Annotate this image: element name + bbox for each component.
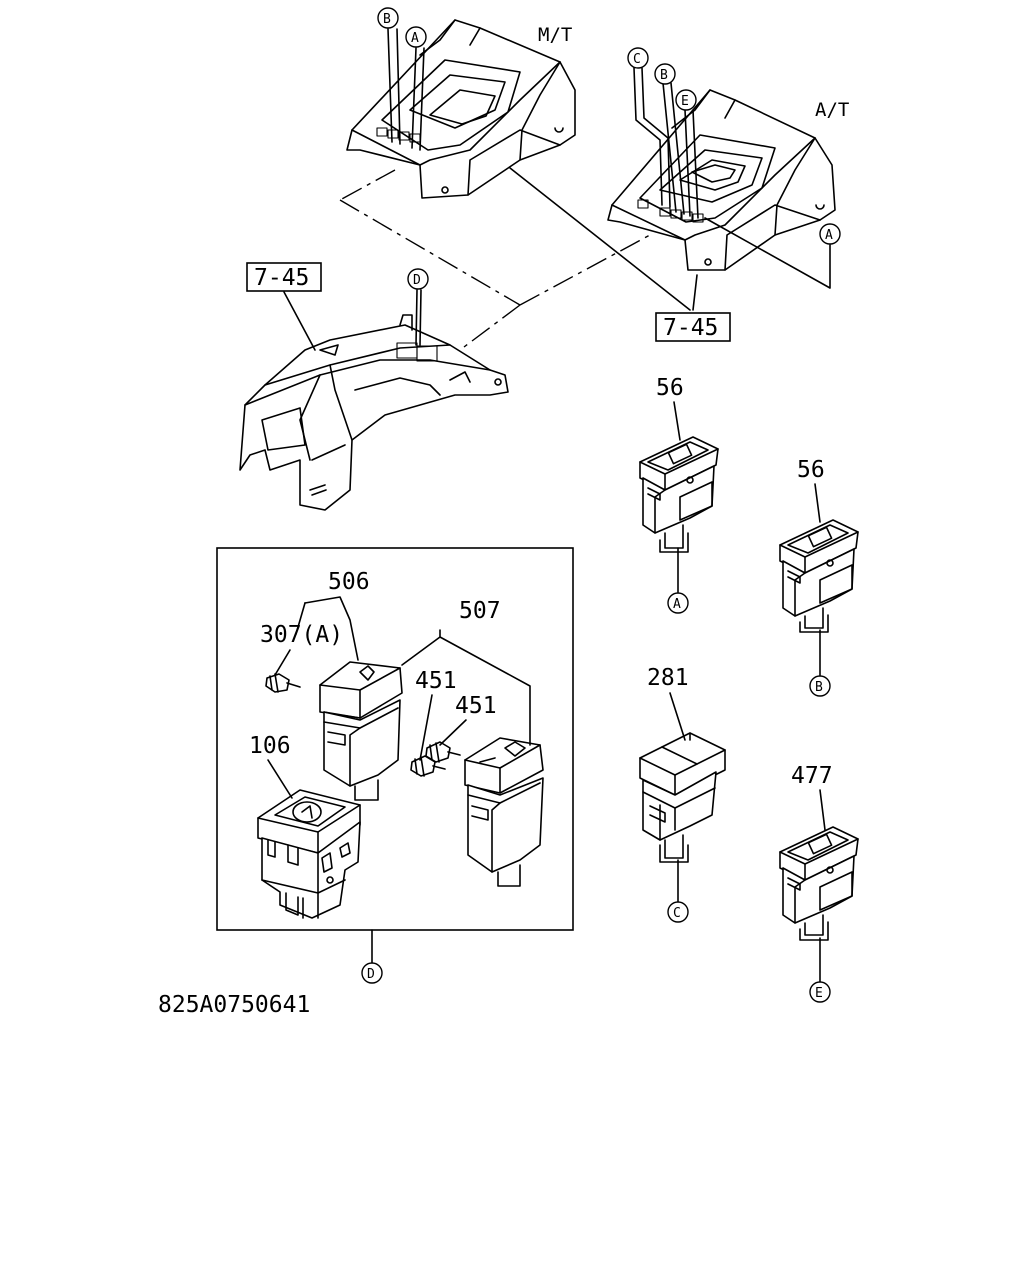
mt-assembly-line-left: [339, 169, 396, 201]
at-callout-a: A: [819, 223, 841, 245]
reference-box-right: 7-45: [655, 312, 731, 342]
label-281: 281: [647, 665, 689, 691]
mt-console-drawing: [346, 19, 576, 199]
clip-451-b-drawing: [410, 755, 446, 777]
switch-281-callout-c: C: [667, 901, 689, 923]
switch-106-drawing: [257, 789, 361, 919]
svg-text:A: A: [411, 31, 419, 46]
label-307a: 307(A): [260, 622, 343, 648]
switch-56-callout-a: A: [667, 592, 689, 614]
mt-label: M/T: [538, 24, 572, 46]
svg-text:7-45: 7-45: [663, 315, 718, 341]
switch-56-b-drawing: [779, 519, 859, 633]
switch-281-drawing: [639, 732, 726, 863]
svg-text:B: B: [383, 12, 391, 27]
reference-box-left: 7-45: [246, 262, 322, 292]
switch-507-drawing: [464, 737, 544, 887]
floor-callout-d: D: [407, 268, 429, 290]
svg-text:D: D: [367, 967, 375, 982]
svg-text:A: A: [825, 228, 833, 243]
switch-506-drawing: [319, 661, 403, 801]
switch-477-callout-e: E: [809, 981, 831, 1003]
svg-text:D: D: [413, 273, 421, 288]
svg-text:C: C: [673, 906, 681, 921]
label-506: 506: [328, 569, 370, 595]
mt-callout-b: B: [377, 7, 399, 29]
switch-56-callout-b: B: [809, 675, 831, 697]
floor-console-drawing: [239, 314, 509, 511]
mt-callout-a: A: [405, 26, 427, 48]
svg-text:B: B: [815, 680, 823, 695]
at-console-drawing: [607, 89, 836, 271]
svg-text:E: E: [815, 986, 823, 1001]
mt-assembly-line-right: [519, 234, 651, 306]
at-callout-c: C: [627, 47, 649, 69]
svg-text:B: B: [660, 68, 668, 83]
mt-assembly-line-left-2: [339, 199, 521, 306]
label-477: 477: [791, 763, 833, 789]
label-56-top: 56: [656, 375, 684, 401]
group-callout-d: D: [361, 962, 383, 984]
label-56-right: 56: [797, 457, 825, 483]
svg-text:7-45: 7-45: [254, 265, 309, 291]
clip-307a-drawing: [265, 673, 301, 693]
label-451-b: 451: [455, 693, 497, 719]
svg-text:E: E: [681, 94, 689, 109]
svg-text:C: C: [633, 52, 641, 67]
at-callout-b: B: [654, 63, 676, 85]
at-callout-e: E: [675, 89, 697, 111]
svg-text:A: A: [673, 597, 681, 612]
at-assembly-line: [459, 304, 521, 351]
switch-56-a-drawing: [639, 436, 719, 553]
label-507: 507: [459, 598, 501, 624]
label-451-a: 451: [415, 668, 457, 694]
at-label: A/T: [815, 99, 849, 121]
switch-477-drawing: [779, 826, 859, 941]
drawing-number: 825A0750641: [158, 992, 310, 1018]
label-106: 106: [249, 733, 291, 759]
